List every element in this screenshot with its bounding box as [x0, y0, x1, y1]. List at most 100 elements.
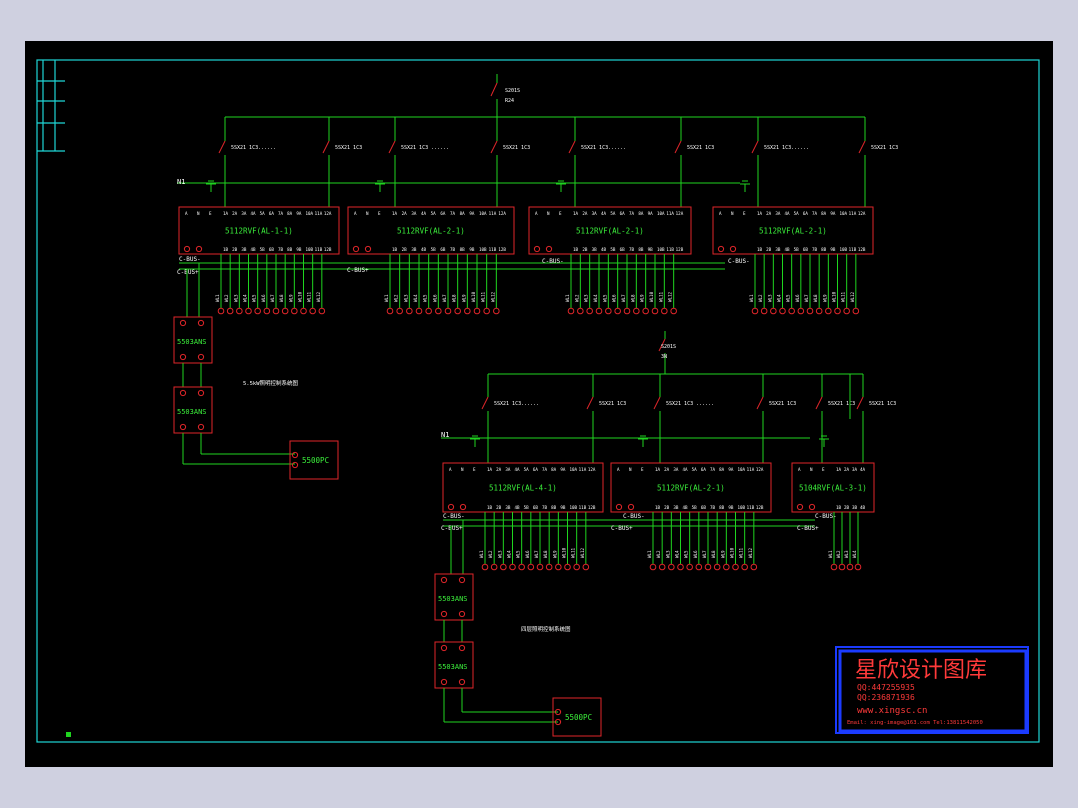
top-module-3-lamp — [577, 307, 584, 315]
top-module-4-lamp — [825, 307, 832, 315]
top-cbus-minus-label: C-BUS- — [542, 258, 564, 265]
top-module-3-out-label: WL8 — [630, 294, 635, 302]
top-module-1-term-top: 4A — [251, 211, 257, 216]
top-module-2-term-top: 4A — [421, 211, 427, 216]
bottom-module-2-bus-terminal — [615, 503, 623, 511]
bottom-breaker-0-contact — [481, 396, 489, 410]
top-module-3-lamp — [642, 307, 649, 315]
top-converter-2-term — [179, 389, 187, 397]
bottom-cbus-minus-label: C-BUS- — [623, 513, 645, 520]
watermark-url: www.xingsc.cn — [857, 706, 927, 716]
top-module-3 — [528, 206, 692, 255]
top-module-2-term-top: 11A — [489, 211, 497, 216]
top-module-4-lamp — [843, 307, 850, 315]
top-module-3-head: A — [535, 211, 538, 216]
top-module-2-term-bottom: 2B — [402, 247, 408, 252]
watermark-email: Email: xing-image@163.com Tel:1381154205… — [847, 720, 983, 726]
top-module-1-lamp — [236, 307, 243, 315]
top-module-3-out-label: WL10 — [649, 291, 654, 302]
bottom-module-3-bus-terminal — [796, 503, 804, 511]
top-module-2-term-bottom: 5B — [431, 247, 437, 252]
top-module-2-lamp — [435, 307, 442, 315]
title-block: 星欣设计图库 QQ:447255935 QQ:236871936 www.xin… — [835, 646, 1029, 734]
bottom-module-2-term-bottom: 2B — [664, 505, 670, 510]
bottom-converter-1-term — [440, 576, 448, 584]
top-converter-2-label: 5503ANS — [177, 408, 207, 416]
top-module-1-term-top: 5A — [260, 211, 266, 216]
bottom-module-1-head: A — [449, 467, 452, 472]
bottom-breaker-1-label: 5SX21 1C3 — [599, 401, 626, 407]
top-module-1-out-label: WL10 — [298, 291, 303, 302]
top-module-1-term-bottom: 1B — [223, 247, 229, 252]
bottom-converter-2-term — [440, 644, 448, 652]
top-module-3-out-label: WL3 — [584, 294, 589, 302]
top-module-4-head: A — [719, 211, 722, 216]
top-module-4-out-label: WL4 — [777, 294, 782, 302]
top-module-2-lamp — [406, 307, 413, 315]
top-breaker-7-label: 5SX21 1C3 — [871, 145, 898, 151]
bottom-main-breaker — [658, 338, 666, 352]
bottom-module-1-lamp — [582, 563, 590, 571]
bottom-module-2-lamp — [704, 563, 712, 571]
bottom-module-1-out-label: WL12 — [580, 547, 585, 558]
top-module-1-head: N — [197, 211, 200, 216]
top-module-2-out-label: WL12 — [490, 291, 495, 302]
top-module-2-term-bottom: 11B — [489, 247, 497, 252]
top-module-4-out-label: WL10 — [832, 291, 837, 302]
top-module-3-term-bottom: 11B — [666, 247, 674, 252]
top-module-2-term-bottom: 12B — [498, 247, 506, 252]
bottom-converter-1 — [434, 573, 474, 621]
bottom-module-1-term-top: 10A — [570, 467, 578, 472]
top-module-3-term-top: 5A — [610, 211, 616, 216]
top-breaker-6-contact — [751, 140, 759, 154]
bottom-converter-2-term — [458, 644, 466, 652]
top-module-1-out-label: WL3 — [233, 294, 238, 302]
top-module-3-lamp — [670, 307, 677, 315]
bottom-module-2-term-bottom: 3B — [673, 505, 679, 510]
bottom-module-1-term-bottom: 1B — [487, 505, 493, 510]
bottom-module-2-head: N — [629, 467, 632, 472]
top-module-1-lamp — [226, 307, 234, 315]
top-module-3-lamp — [623, 307, 631, 315]
bottom-module-1-term-bottom: 7B — [542, 505, 548, 510]
top-module-1-out-label: WL11 — [307, 291, 312, 302]
bottom-module-3-term-top: 3A — [852, 467, 858, 472]
bottom-module-2-out-label: WL1 — [647, 550, 652, 558]
top-module-2-term-top: 2A — [402, 211, 408, 216]
top-module-1-out-label: WL12 — [316, 291, 321, 302]
watermark-title: 星欣设计图库 — [855, 658, 987, 683]
top-pc — [289, 440, 339, 480]
top-module-1-head: A — [185, 211, 188, 216]
bottom-module-1-term-top: 8A — [551, 467, 557, 472]
bottom-converter-2 — [434, 641, 474, 689]
bottom-module-1-term-bottom: 4B — [515, 505, 521, 510]
top-module-1-term-bottom: 8B — [287, 247, 293, 252]
top-module-1-lamp — [254, 307, 261, 315]
top-module-2-label: 5112RVF(AL-2-1) — [397, 227, 465, 236]
bottom-converter-1-term — [458, 576, 466, 584]
top-converter-1-term — [197, 353, 205, 361]
bottom-module-2-out-label: WL6 — [693, 550, 698, 558]
bottom-module-2-term-top: 7A — [710, 467, 716, 472]
top-module-2-out-label: WL3 — [403, 294, 408, 302]
top-module-3-term-bottom: 5B — [610, 247, 616, 252]
bottom-cbus-plus-label: C-BUS+ — [611, 525, 633, 532]
top-module-4-term-bottom: 6B — [803, 247, 809, 252]
top-module-3-out-label: WL6 — [612, 294, 617, 302]
bottom-module-2-out-label: WL4 — [675, 550, 680, 558]
top-module-3-head: E — [559, 211, 562, 216]
bottom-module-3-out-label: WL4 — [852, 550, 857, 558]
top-module-3-lamp — [633, 307, 640, 315]
bottom-breaker-3-label: 5SX21 1C3 — [769, 401, 796, 407]
top-module-4-out-label: WL12 — [850, 291, 855, 302]
top-module-2-out-label: WL4 — [413, 294, 418, 302]
top-module-2-lamp — [444, 307, 452, 315]
top-module-1-term-top: 12A — [324, 211, 332, 216]
top-module-4-term-bottom: 7B — [812, 247, 818, 252]
bottom-module-1-term-bottom: 2B — [496, 505, 502, 510]
top-module-2-term-top: 10A — [479, 211, 487, 216]
top-module-1-term-bottom: 5B — [260, 247, 266, 252]
top-module-1-term-top: 3A — [241, 211, 247, 216]
top-converter-1-term — [179, 353, 187, 361]
bottom-module-3-term-bottom: 2B — [844, 505, 850, 510]
